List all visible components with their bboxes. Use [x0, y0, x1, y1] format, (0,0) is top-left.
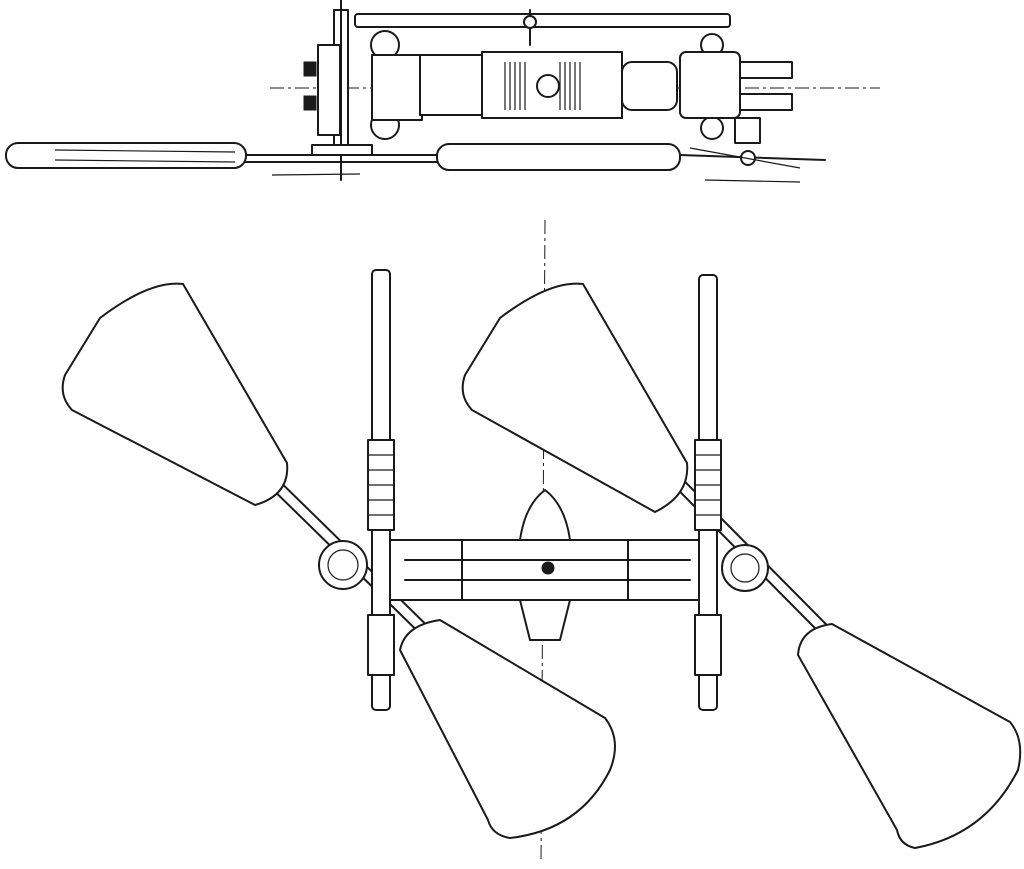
motion-arrow: [271, 173, 361, 176]
plan-view: [61, 219, 1022, 863]
right-fitting: [679, 51, 741, 119]
gear-housing: [371, 54, 423, 121]
left-paddle-side: [5, 142, 247, 169]
motion-arrow: [704, 179, 801, 183]
side-elevation-view: [5, 0, 880, 183]
paddle-lower-right: [797, 623, 1022, 849]
paddle-upper-left: [61, 282, 289, 506]
paddle-upper-right: [461, 282, 689, 513]
left-hub-gear: [318, 540, 368, 590]
right-hub-gear: [721, 544, 769, 592]
central-mount: [519, 489, 571, 541]
upper-tie-rod: [354, 13, 731, 28]
paddle-lower-left: [399, 619, 616, 839]
middle-paddle-side: [436, 143, 681, 171]
